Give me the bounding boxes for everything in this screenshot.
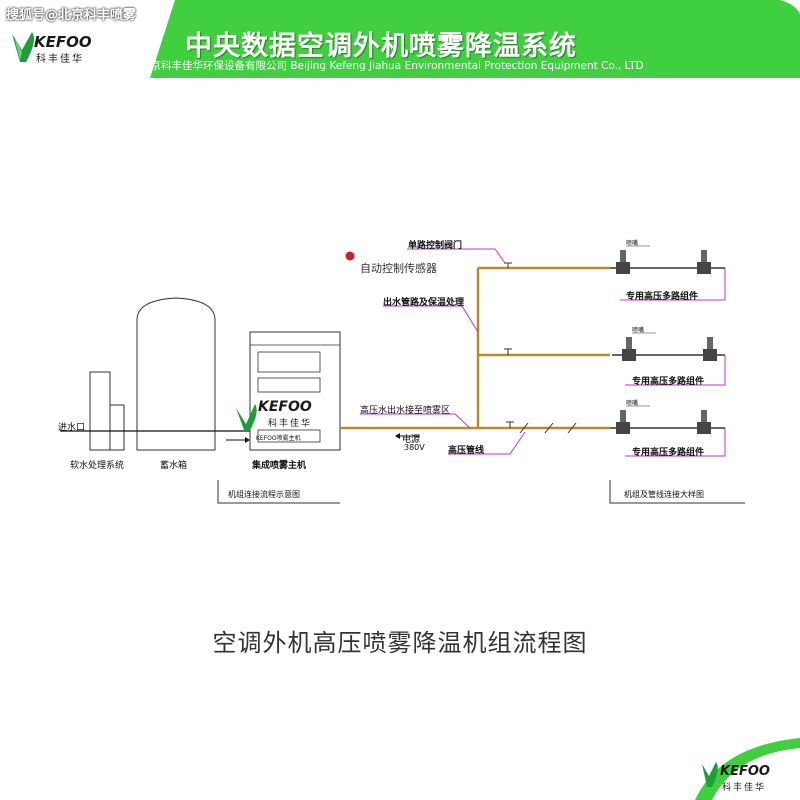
company-subtitle: 北京科丰佳华环保设备有限公司 Beijing Kefeng Jiahua Env… bbox=[140, 60, 644, 72]
label-tank: 蓄水箱 bbox=[160, 461, 188, 471]
banner-shapes bbox=[150, 0, 800, 78]
pipe-leader bbox=[383, 305, 479, 333]
footer-leaf-icon bbox=[702, 762, 718, 787]
nozzle-assembly-2 bbox=[612, 332, 725, 361]
label-assembly-2: 专用高压多路组件 bbox=[632, 377, 705, 387]
label-nozzle-2: 喷嘴 bbox=[632, 327, 645, 334]
label-sensor: 自动控制传感器 bbox=[360, 262, 437, 275]
label-valve: 单路控制阀门 bbox=[408, 241, 463, 251]
header-logo-sub: 科丰佳华 bbox=[36, 54, 84, 65]
label-host: 集成喷雾主机 bbox=[252, 461, 307, 471]
label-power: 电源 bbox=[402, 435, 421, 445]
valve-leader bbox=[407, 248, 506, 264]
host-brand: KEFOO bbox=[258, 399, 312, 415]
zone-leader bbox=[360, 413, 471, 429]
host-plate: KEFOO喷雾主机 bbox=[256, 435, 301, 442]
hp-pipe-leader bbox=[448, 431, 526, 455]
label-nozzle-1: 喷嘴 bbox=[626, 240, 639, 247]
kefoo-leaf-icon bbox=[12, 32, 34, 62]
footer-logo-swoosh bbox=[695, 738, 800, 800]
watermark: 搜狐号@北京科丰喷雾 bbox=[6, 8, 137, 23]
label-voltage: 380V bbox=[404, 443, 425, 452]
label-nozzle-3: 喷嘴 bbox=[626, 400, 639, 407]
figure-caption: 空调外机高压喷雾降温机组流程图 bbox=[212, 629, 588, 657]
label-softener: 软水处理系统 bbox=[70, 461, 125, 471]
flow-diagram bbox=[60, 245, 745, 504]
storage-tank bbox=[136, 297, 216, 451]
label-hp-to-zone: 高压水出水接至喷雾区 bbox=[360, 406, 451, 416]
host-leaf-icon bbox=[236, 404, 257, 430]
caption-right: 机组及管线连接大样图 bbox=[624, 490, 704, 499]
label-water-inlet: 进水口 bbox=[58, 423, 86, 433]
softener-unit-2 bbox=[109, 404, 125, 451]
label-assembly-1: 专用高压多路组件 bbox=[626, 292, 699, 302]
label-pipe-insulation: 出水管路及保温处理 bbox=[383, 298, 465, 308]
label-hp-pipe: 高压管线 bbox=[448, 446, 485, 456]
caption-left: 机组连接流程示意图 bbox=[228, 490, 300, 499]
footer-logo-sub: 科丰佳华 bbox=[722, 783, 767, 793]
sensor-dot bbox=[345, 251, 355, 261]
header-logo-brand: KEFOO bbox=[34, 33, 92, 51]
page-title: 中央数据空调外机喷雾降温系统 bbox=[185, 31, 577, 62]
footer-logo-brand: KEFOO bbox=[720, 764, 770, 779]
header-logo-area bbox=[0, 0, 150, 78]
softener-unit-1 bbox=[89, 371, 111, 451]
nozzle-assembly-3 bbox=[610, 405, 725, 434]
host-brand-sub: 科丰佳华 bbox=[268, 419, 313, 429]
nozzle-assembly-1 bbox=[610, 245, 725, 274]
label-assembly-3: 专用高压多路组件 bbox=[632, 448, 705, 458]
